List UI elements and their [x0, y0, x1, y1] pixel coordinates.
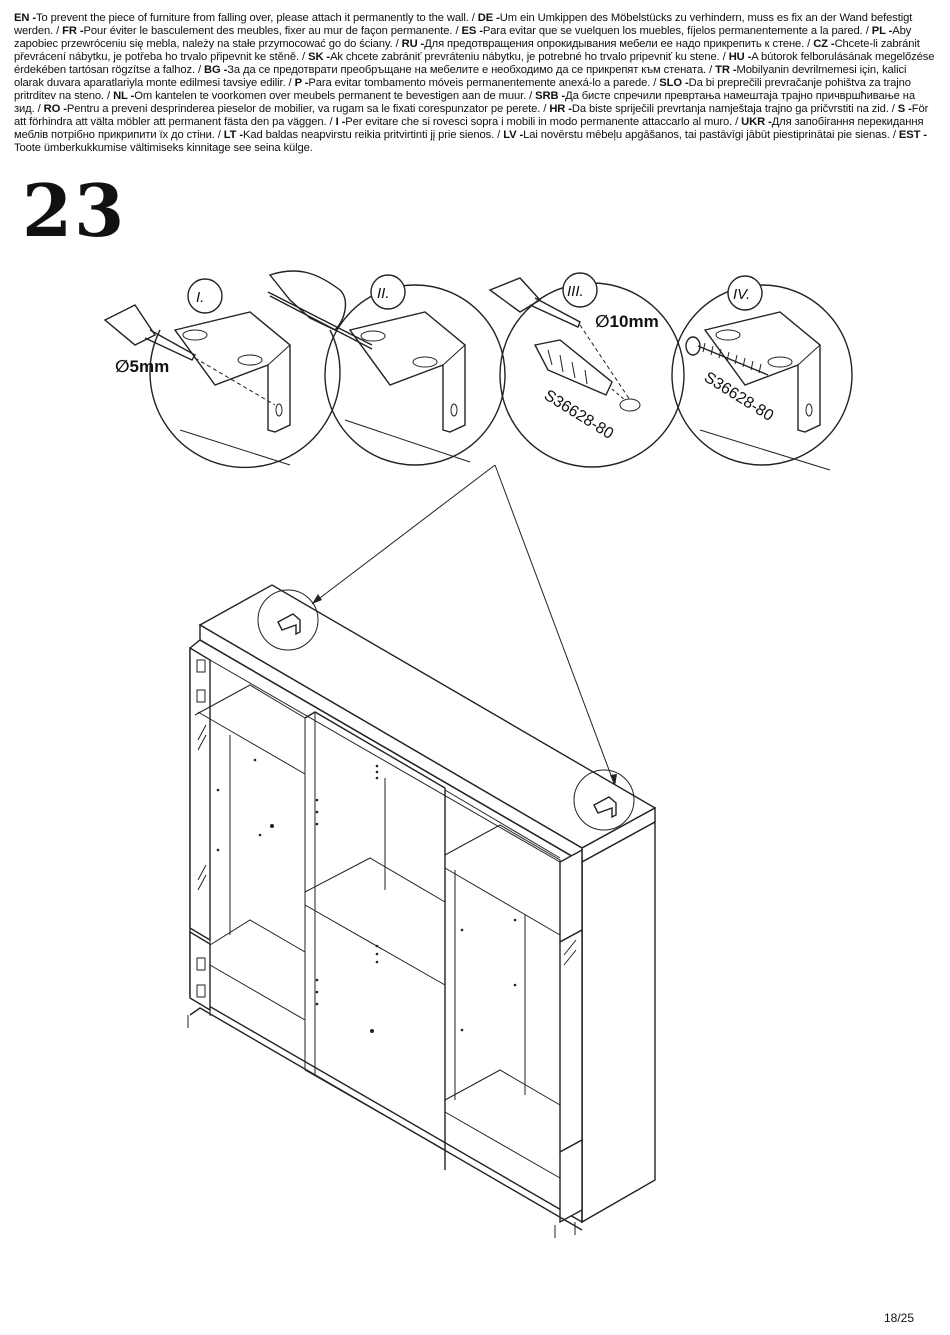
- lang-code-lv: LV -: [503, 129, 524, 141]
- separator: /: [214, 129, 224, 141]
- lang-code-en: EN -: [14, 12, 36, 24]
- lang-code-hr: HR -: [549, 103, 572, 115]
- separator: /: [804, 38, 814, 50]
- lang-code-pl: PL -: [871, 25, 893, 37]
- separator: /: [889, 129, 899, 141]
- separator: /: [719, 51, 729, 63]
- instruction-text-est: Toote ümberkukkumise vältimiseks kinnita…: [14, 142, 313, 154]
- separator: /: [888, 103, 898, 115]
- detail-step-4: IV. S36628-80: [671, 275, 853, 471]
- instruction-text-nl: Om kantelen te voorkomen over meubels pe…: [134, 90, 527, 102]
- step-number: 23: [22, 168, 127, 253]
- lang-code-ro: RO -: [43, 103, 67, 115]
- separator: /: [299, 51, 309, 63]
- lang-code-s: S -: [897, 103, 912, 115]
- instruction-text-slo: Da bi preprečili prevračanje pohištva za…: [14, 77, 911, 102]
- page-number: 18/25: [883, 1311, 914, 1325]
- instruction-text-ukr: Для запобігання перекидання меблів потрі…: [14, 116, 924, 141]
- lang-code-es: ES -: [461, 25, 483, 37]
- separator: /: [392, 38, 402, 50]
- lang-code-ukr: UKR -: [741, 116, 772, 128]
- detail-step-3: III. ∅10mm S36628-80: [488, 272, 685, 468]
- detail-step-1: I. ∅5mm: [103, 278, 341, 469]
- instruction-text-s: För att förhindra att välta möbler att p…: [14, 103, 929, 128]
- separator: /: [732, 116, 742, 128]
- cabinet-drawing: [187, 584, 657, 1238]
- instruction-text-ru: Для предотвращения опрокидывания мебели …: [424, 38, 805, 50]
- pointer-lines: [311, 464, 617, 787]
- separator: /: [862, 25, 872, 37]
- separator: /: [195, 64, 205, 76]
- step-3-part-number: S36628-80: [541, 387, 616, 443]
- instruction-text-hu: A bútorok felborulásának megelőzése érde…: [14, 51, 935, 76]
- lang-code-est: EST -: [898, 129, 927, 141]
- instruction-text-bg: За да се предотврати преобръщане на мебе…: [227, 64, 707, 76]
- instruction-text-srb: Да бисте спречили превртања намештаја тр…: [14, 90, 915, 115]
- instruction-text-cz: Chcete-li zabránit převrácení nábytku, j…: [14, 38, 920, 63]
- separator: /: [104, 90, 114, 102]
- separator: /: [468, 12, 478, 24]
- instruction-text-hr: Da biste spriječili prevrtanja namještaj…: [571, 103, 889, 115]
- instruction-text-lt: Kad baldas neapvirstu reikia pritvirtint…: [243, 129, 495, 141]
- instruction-text-p: Para evitar tombamento móveis permanente…: [308, 77, 651, 89]
- instruction-text-ro: Pentru a preveni desprinderea pieselor d…: [66, 103, 541, 115]
- separator: /: [53, 25, 63, 37]
- separator: /: [650, 77, 660, 89]
- lang-code-lt: LT -: [223, 129, 244, 141]
- wall-fixing-instructions: EN -To prevent the piece of furniture fr…: [14, 12, 936, 155]
- instruction-text-en: To prevent the piece of furniture from f…: [35, 12, 469, 24]
- separator: /: [706, 64, 716, 76]
- lang-code-i: I -: [335, 116, 346, 128]
- lang-code-sk: SK -: [308, 51, 331, 63]
- instruction-text-es: Para evitar que se vuelquen los muebles,…: [482, 25, 863, 37]
- instruction-text-lv: Lai novērstu mēbeļu apgāšanos, tai pastā…: [523, 129, 890, 141]
- lang-code-bg: BG -: [204, 64, 228, 76]
- instruction-text-i: Per evitare che si rovesci sopra i mobil…: [345, 116, 733, 128]
- instruction-text-tr: Mobilyanin devrilmemesi için, kalici ola…: [14, 64, 907, 89]
- step-1-label: I.: [196, 289, 204, 306]
- separator: /: [526, 90, 536, 102]
- lang-code-p: P -: [294, 77, 309, 89]
- instruction-text-fr: Pour éviter le basculement des meubles, …: [83, 25, 453, 37]
- lang-code-de: DE -: [477, 12, 500, 24]
- step-3-label: III.: [567, 283, 584, 300]
- lang-code-srb: SRB -: [535, 90, 566, 102]
- instruction-text-sk: Ak chcete zabrániť prevráteniu nábytku, …: [330, 51, 720, 63]
- separator: /: [34, 103, 44, 115]
- lang-code-ru: RU -: [401, 38, 425, 50]
- lang-code-nl: NL -: [113, 90, 135, 102]
- lang-code-fr: FR -: [62, 25, 84, 37]
- lang-code-slo: SLO -: [659, 77, 689, 89]
- separator: /: [285, 77, 295, 89]
- separator: /: [452, 25, 462, 37]
- lang-code-hu: HU -: [728, 51, 752, 63]
- step-2-label: II.: [377, 285, 390, 302]
- step-3-drill-size: ∅10mm: [595, 312, 659, 331]
- detail-step-2: II.: [267, 270, 506, 466]
- step-1-drill-size: ∅5mm: [115, 357, 169, 376]
- instruction-text-de: Um ein Umkippen des Möbelstücks zu verhi…: [14, 12, 913, 37]
- separator: /: [326, 116, 336, 128]
- separator: /: [494, 129, 504, 141]
- lang-code-cz: CZ -: [813, 38, 835, 50]
- instruction-text-pl: Aby zapobiec przewróceniu się mebla, nal…: [14, 25, 912, 50]
- step-4-label: IV.: [733, 286, 750, 303]
- separator: /: [540, 103, 550, 115]
- lang-code-tr: TR -: [715, 64, 737, 76]
